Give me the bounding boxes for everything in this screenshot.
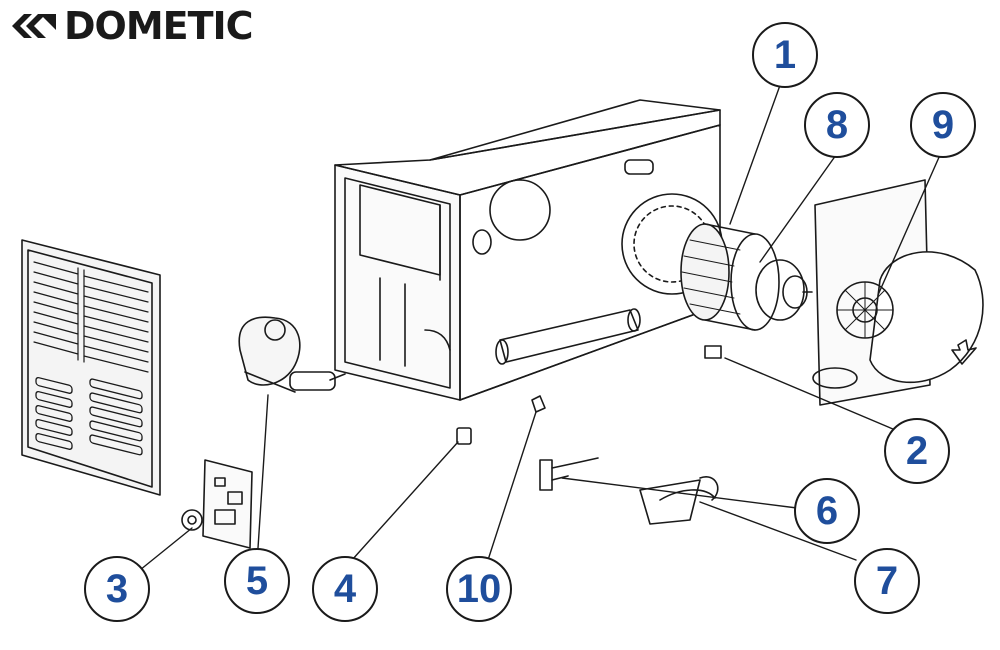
leader-lines — [139, 76, 941, 571]
rocker-switch-icon — [456, 427, 472, 445]
brand-name: DOMETIC — [64, 4, 254, 48]
callout-2: 2 — [884, 418, 950, 484]
callout-number: 7 — [875, 559, 899, 603]
gas-valve-icon — [238, 316, 346, 393]
callout-number: 4 — [333, 567, 357, 611]
callout-10: 10 — [446, 556, 512, 622]
sensor-icon — [531, 395, 546, 413]
motor-icon — [755, 259, 813, 321]
burner-bracket-icon — [639, 479, 716, 525]
mount-bracket-icon — [704, 345, 722, 359]
callout-number: 10 — [456, 567, 502, 611]
callout-4: 4 — [312, 556, 378, 622]
callout-number: 5 — [245, 559, 269, 603]
dometic-chevron-logo-icon — [12, 14, 56, 38]
callout-number: 9 — [931, 103, 955, 147]
louvered-grille-icon — [21, 239, 161, 496]
heater-housing-icon — [334, 99, 723, 401]
callout-8: 8 — [804, 92, 870, 158]
circuit-board-icon — [181, 459, 253, 549]
callout-5: 5 — [224, 548, 290, 614]
callout-number: 3 — [105, 567, 129, 611]
callout-9: 9 — [910, 92, 976, 158]
callout-number: 6 — [815, 489, 839, 533]
ignitor-electrode-icon — [539, 457, 599, 491]
callout-number: 1 — [773, 33, 797, 77]
blower-wheel-icon — [680, 223, 780, 331]
callout-number: 2 — [905, 429, 929, 473]
callout-3: 3 — [84, 556, 150, 622]
callout-number: 8 — [825, 103, 849, 147]
callout-7: 7 — [854, 548, 920, 614]
dometic-logo: DOMETIC — [10, 4, 254, 48]
callout-1: 1 — [752, 22, 818, 88]
callout-6: 6 — [794, 478, 860, 544]
combustion-fan-icon — [812, 179, 984, 406]
